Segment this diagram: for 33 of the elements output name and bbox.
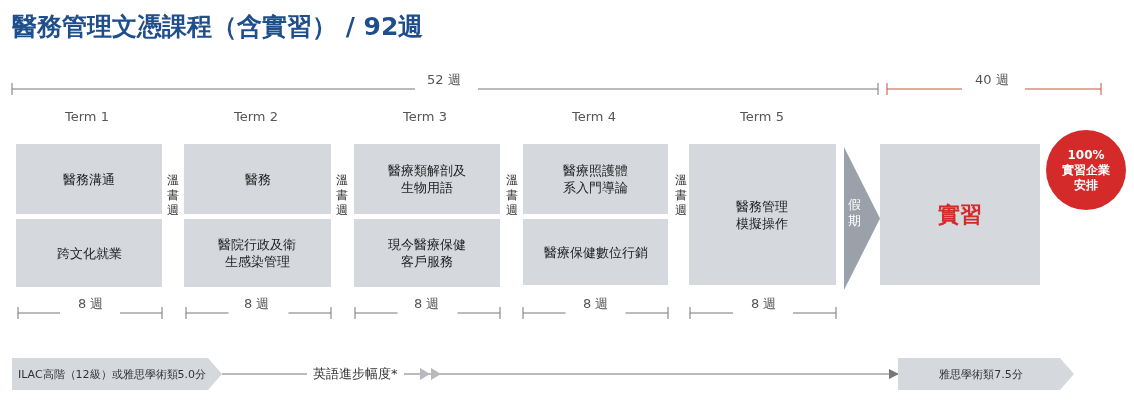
duration-label: 8 週 xyxy=(583,295,609,313)
dimension-label: 40 週 xyxy=(975,71,1009,89)
chevron-arrow xyxy=(844,147,880,290)
duration-label: 8 週 xyxy=(244,295,270,313)
duration-label: 8 週 xyxy=(78,295,104,313)
edge-label: 假期 xyxy=(848,196,861,229)
course-box: 醫務管理模擬操作 xyxy=(689,144,836,285)
course-box: 醫療類解剖及生物用語 xyxy=(354,144,500,214)
course-box: 現今醫療保健客戶服務 xyxy=(354,219,500,287)
study-week-label: 溫書週 xyxy=(336,173,348,218)
diagram-title: 醫務管理文憑課程（含實習） / 92週 xyxy=(12,11,424,43)
highlight-badge: 100%實習企業安排 xyxy=(1046,130,1126,210)
term-label: Term 5 xyxy=(740,109,784,124)
course-box: 跨文化就業 xyxy=(16,219,162,287)
term-label: Term 3 xyxy=(403,109,447,124)
target-level-tag: 雅思學術類7.5分 xyxy=(898,358,1074,390)
duration-label: 8 週 xyxy=(751,295,777,313)
duration-label: 8 週 xyxy=(414,295,440,313)
start-level-tag: ILAC高階（12級）或雅思學術類5.0分 xyxy=(12,358,222,390)
internship-box: 實習 xyxy=(880,144,1040,285)
course-box: 醫療照護體系入門導論 xyxy=(523,144,668,214)
course-box: 醫務 xyxy=(184,144,331,214)
course-box: 醫療保健數位行銷 xyxy=(523,219,668,285)
edge-label: 英語進步幅度* xyxy=(307,365,404,383)
term-label: Term 1 xyxy=(65,109,109,124)
term-label: Term 2 xyxy=(234,109,278,124)
study-week-label: 溫書週 xyxy=(506,173,518,218)
study-week-label: 溫書週 xyxy=(167,173,179,218)
term-label: Term 4 xyxy=(572,109,616,124)
course-box: 醫院行政及衛生感染管理 xyxy=(184,219,331,287)
dimension-label: 52 週 xyxy=(427,71,461,89)
course-box: 醫務溝通 xyxy=(16,144,162,214)
study-week-label: 溫書週 xyxy=(675,173,687,218)
